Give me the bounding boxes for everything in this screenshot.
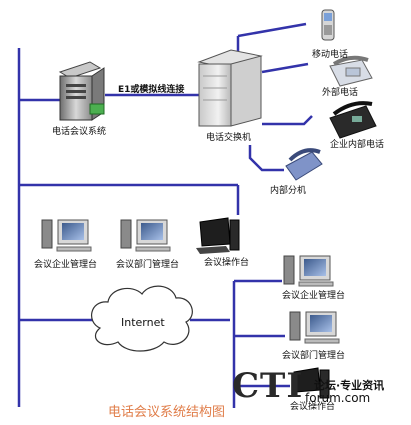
watermark-logo: CTI bbox=[232, 366, 304, 406]
computer-icon bbox=[41, 219, 92, 252]
pbx-switch-icon bbox=[197, 49, 263, 127]
mobile-phone-label: 移动电话 bbox=[312, 50, 349, 60]
internal-phone-icon bbox=[329, 101, 377, 139]
internet-cloud-icon bbox=[91, 285, 193, 352]
internet-label: Internet bbox=[121, 316, 165, 329]
computer-icon bbox=[289, 311, 340, 344]
computer-icon bbox=[196, 217, 240, 254]
external-phone-icon bbox=[329, 55, 373, 87]
external-phone-label: 外部电话 bbox=[322, 88, 359, 98]
watermark-domain: forum.com bbox=[305, 391, 371, 405]
internal-phone-label: 企业内部电话 bbox=[330, 140, 385, 150]
corp-admin-left-label: 会议企业管理台 bbox=[34, 260, 98, 270]
computer-icon bbox=[293, 367, 330, 399]
extension-phone-icon bbox=[285, 148, 323, 181]
extension-label: 内部分机 bbox=[270, 186, 307, 196]
conference-server-icon bbox=[58, 61, 105, 121]
watermark-slogan: 论坛·专业资讯 bbox=[314, 379, 385, 392]
connection-lines bbox=[17, 22, 313, 408]
mobile-phone-icon bbox=[321, 9, 335, 41]
e1-link-label: E1或模拟线连接 bbox=[118, 85, 185, 95]
corp-admin-right-label: 会议企业管理台 bbox=[282, 291, 346, 301]
dept-admin-left-label: 会议部门管理台 bbox=[116, 260, 180, 270]
pbx-label: 电话交换机 bbox=[206, 133, 252, 143]
computer-icon bbox=[120, 219, 171, 252]
operator-right-label: 会议操作台 bbox=[290, 402, 336, 412]
computer-icon bbox=[283, 255, 334, 287]
operator-left-label: 会议操作台 bbox=[204, 258, 250, 268]
conference-system-label: 电话会议系统 bbox=[52, 127, 107, 137]
dept-admin-right-label: 会议部门管理台 bbox=[282, 351, 346, 361]
diagram-title: 电话会议系统结构图 bbox=[108, 405, 226, 420]
